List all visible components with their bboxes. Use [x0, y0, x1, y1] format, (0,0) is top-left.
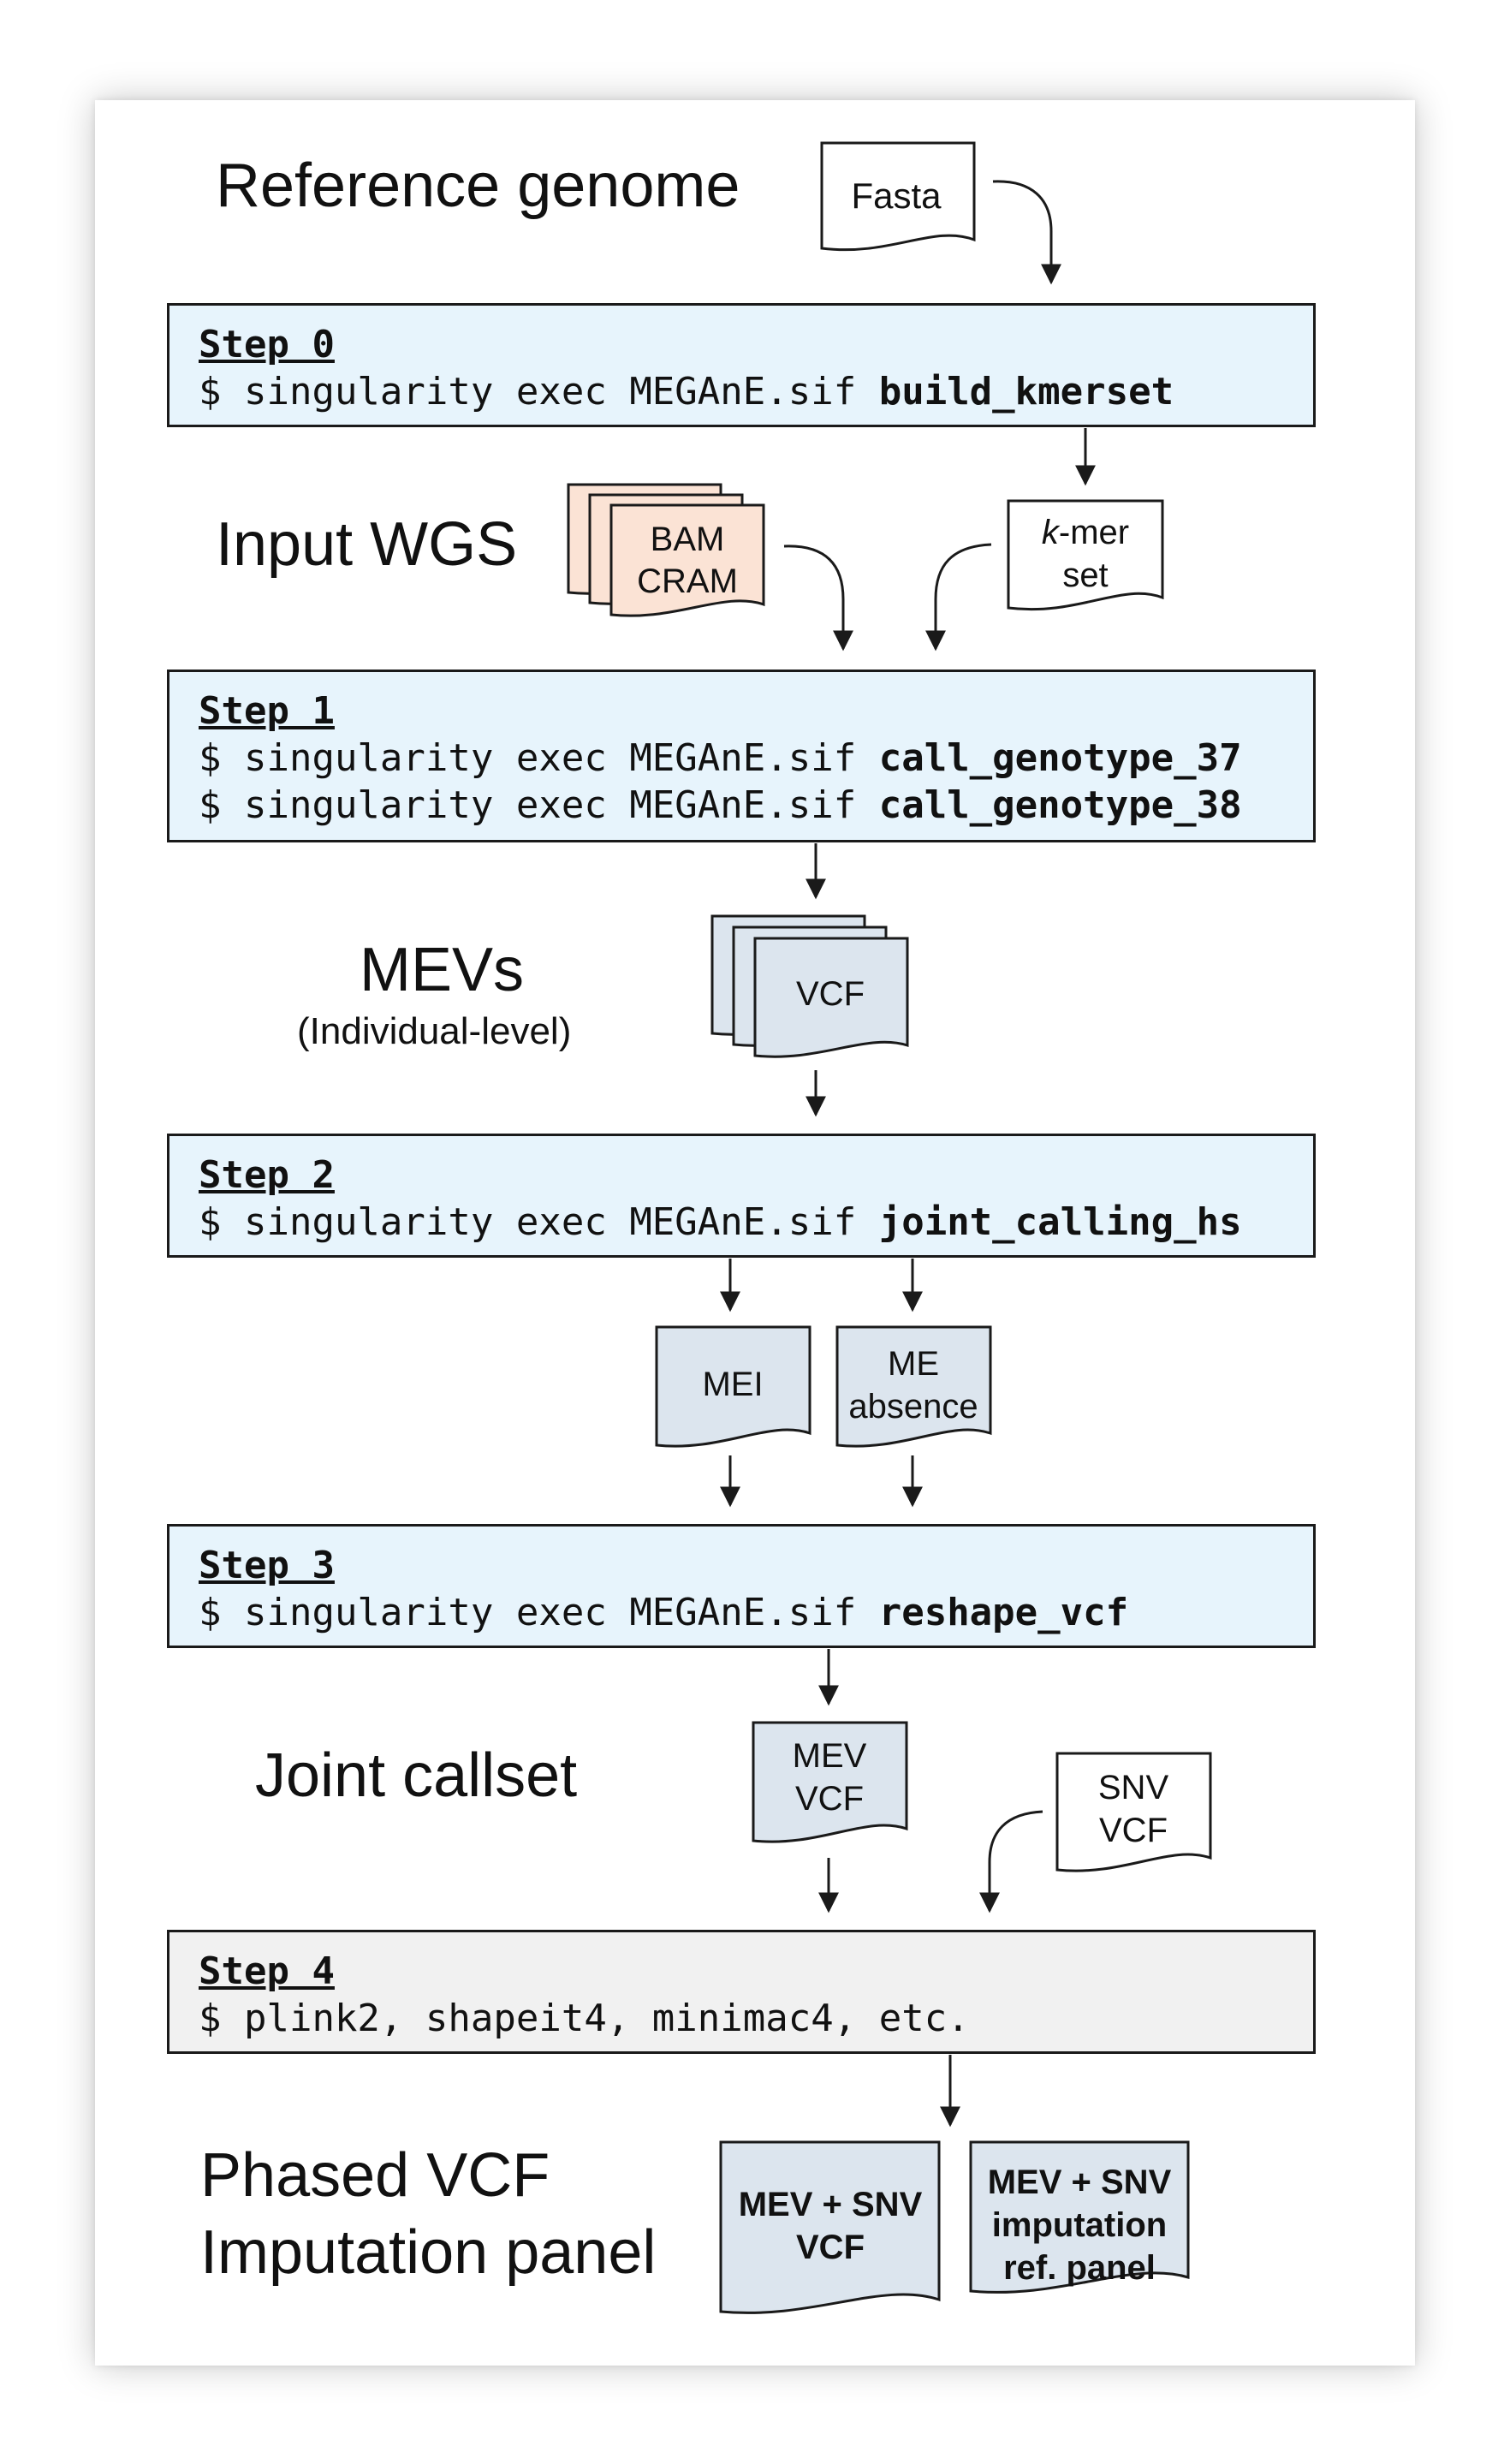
snv-vcf-document-icon: SNV VCF: [1055, 1752, 1212, 1872]
mevs-label: MEVs: [360, 936, 525, 1004]
kmer-set-document-icon: k-mer set: [1007, 499, 1164, 611]
panel-doc-line-3: ref. panel: [1003, 2249, 1156, 2287]
vcf-stacked-documents-icon: VCF: [710, 914, 909, 1058]
step-1-command-37: $ singularity exec MEGAnE.sif call_genot…: [199, 736, 1242, 780]
snv-doc-label: SNV: [1098, 1769, 1169, 1806]
arrow-bam-to-step1: [783, 545, 853, 652]
mev-vcf-document-icon: MEV VCF: [752, 1721, 908, 1843]
step-0-command: $ singularity exec MEGAnE.sif build_kmer…: [199, 370, 1174, 414]
mev-doc-label: MEV: [793, 1737, 867, 1775]
bam-cram-stacked-documents-icon: BAM CRAM: [567, 483, 765, 617]
mev-snv-vcf-doc-label: VCF: [796, 2229, 865, 2266]
step-1-title: Step 1: [199, 689, 335, 733]
step-2-title: Step 2: [199, 1153, 335, 1197]
kmer-doc-label: k-mer: [1042, 514, 1129, 551]
mev-snv-doc-label: MEV + SNV: [739, 2186, 923, 2223]
step-2-box: Step 2$ singularity exec MEGAnE.sif join…: [167, 1134, 1316, 1258]
joint-callset-label: Joint callset: [255, 1741, 578, 1810]
fasta-doc-label: Fasta: [851, 176, 942, 216]
step-0-box: Step 0$ singularity exec MEGAnE.sif buil…: [167, 303, 1316, 427]
step-4-command: $ plink2, shapeit4, minimac4, etc.: [199, 1997, 970, 2040]
bam-doc-label: BAM: [651, 521, 725, 558]
step-1-box: Step 1$ singularity exec MEGAnE.sif call…: [167, 670, 1316, 842]
step-3-title: Step 3: [199, 1544, 335, 1587]
step-4-box: Step 4$ plink2, shapeit4, minimac4, etc.: [167, 1930, 1316, 2054]
arrow-kmer-to-step1: [925, 543, 992, 652]
input-wgs-label: Input WGS: [216, 510, 518, 579]
step-3-box: Step 3$ singularity exec MEGAnE.sif resh…: [167, 1524, 1316, 1648]
arrow-fasta-to-step0: [992, 180, 1061, 285]
step-0-title: Step 0: [199, 323, 335, 366]
me-doc-label: ME: [888, 1345, 939, 1383]
step-1-command-38: $ singularity exec MEGAnE.sif call_genot…: [199, 783, 1242, 827]
reference-genome-label: Reference genome: [216, 152, 740, 220]
panel-doc-line-1: MEV + SNV: [988, 2163, 1172, 2201]
step-2-command: $ singularity exec MEGAnE.sif joint_call…: [199, 1200, 1242, 1244]
absence-doc-label: absence: [848, 1388, 978, 1425]
phased-vcf-label: Phased VCF: [200, 2141, 550, 2210]
step-4-title: Step 4: [199, 1949, 335, 1993]
step-3-command: $ singularity exec MEGAnE.sif reshape_vc…: [199, 1591, 1129, 1634]
imputation-panel-label: Imputation panel: [200, 2218, 657, 2287]
imputation-panel-document-icon: MEV + SNV imputation ref. panel: [969, 2140, 1190, 2294]
vcf-doc-label: VCF: [796, 975, 865, 1013]
cram-doc-label: CRAM: [637, 562, 738, 600]
arrow-snv-vcf-to-step4: [979, 1810, 1043, 1913]
mei-document-icon: MEI: [655, 1325, 811, 1448]
mevs-sublabel: (Individual-level): [297, 1010, 572, 1052]
mev-snv-vcf-document-icon: MEV + SNV VCF: [719, 2140, 941, 2314]
panel-doc-line-2: imputation: [992, 2206, 1167, 2244]
mei-doc-label: MEI: [702, 1366, 763, 1403]
mev-vcf-doc-label: VCF: [795, 1780, 864, 1818]
snv-vcf-doc-label: VCF: [1099, 1812, 1168, 1849]
me-absence-document-icon: ME absence: [835, 1325, 992, 1448]
kmer-set-doc-label: set: [1062, 556, 1108, 594]
fasta-document-icon: Fasta: [820, 141, 976, 252]
